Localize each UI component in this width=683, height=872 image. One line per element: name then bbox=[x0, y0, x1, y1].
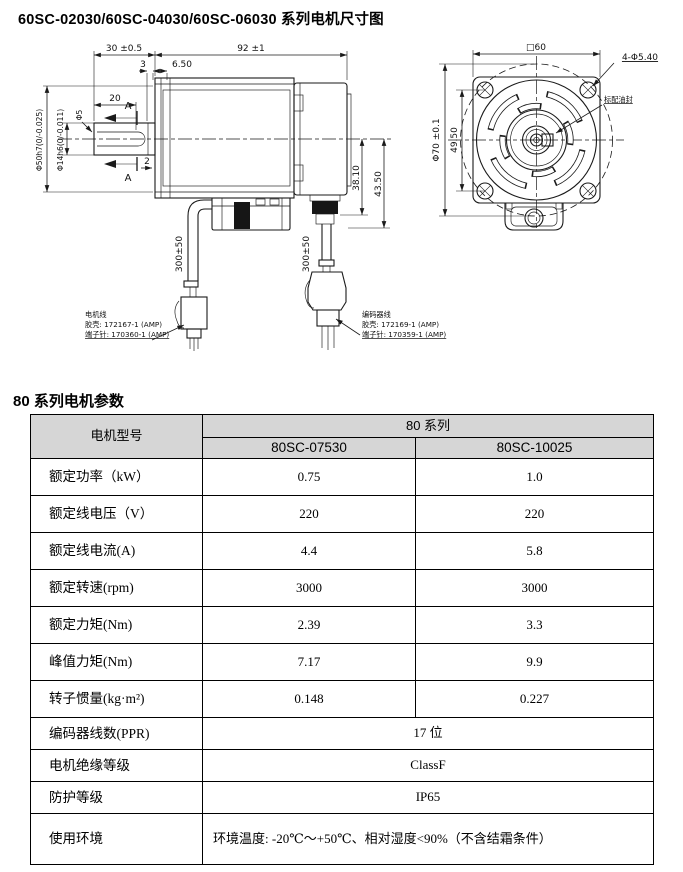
motor-cable-length: 300±50 bbox=[175, 236, 185, 272]
motor-cable bbox=[174, 199, 212, 351]
encoder-cable-pin: 端子针: 170359-1 (AMP) bbox=[362, 330, 446, 339]
param-value: 0.148 bbox=[202, 680, 416, 718]
param-label: 电机绝缘等级 bbox=[30, 749, 203, 782]
param-label: 转子惯量(kg·m²) bbox=[30, 680, 203, 718]
motor-cable-callout: 电机线 胶壳: 172167-1 (AMP) 端子针: 170360-1 (AM… bbox=[85, 310, 185, 341]
param-value: 9.9 bbox=[414, 643, 655, 681]
center-boss bbox=[505, 109, 568, 171]
dim-3: 3 bbox=[140, 60, 146, 70]
param-value: 3000 bbox=[202, 569, 416, 607]
section-a-marks bbox=[104, 111, 138, 171]
extension-lines bbox=[43, 51, 390, 229]
dim-key-width: Φ5 bbox=[75, 109, 84, 120]
param-value: 4.4 bbox=[202, 532, 416, 570]
header-model-2: 80SC-10025 bbox=[414, 437, 655, 459]
dim-6-50: 6.50 bbox=[172, 60, 192, 70]
dim-front-length: 30 ±0.5 bbox=[106, 44, 142, 54]
param-value: 220 bbox=[414, 495, 655, 533]
table-row: 编码器线数(PPR)17 位 bbox=[30, 717, 655, 750]
side-view: 30 ±0.5 92 ±1 3 6.50 20 Φ5 Φ50h7(0/-0.02… bbox=[35, 44, 446, 351]
motor-cable-name: 电机线 bbox=[85, 310, 107, 319]
param-label: 防护等级 bbox=[30, 781, 203, 814]
table-header-row-1: 电机型号 80 系列 bbox=[30, 414, 655, 459]
param-value: 5.8 bbox=[414, 532, 655, 570]
param-label: 使用环境 bbox=[30, 813, 203, 865]
param-label: 额定线电压（V） bbox=[30, 495, 203, 533]
param-value-merged: 环境温度: -20℃～+50℃、相对湿度<90%（不含结霜条件） bbox=[201, 813, 655, 865]
body-circle bbox=[475, 79, 598, 201]
param-label: 额定线电流(A) bbox=[30, 532, 203, 570]
motor-dimension-drawing: 30 ±0.5 92 ±1 3 6.50 20 Φ5 Φ50h7(0/-0.02… bbox=[35, 43, 658, 351]
page-title: 60SC-02030/60SC-04030/60SC-06030 系列电机尺寸图 bbox=[18, 12, 384, 28]
table-title: 80 系列电机参数 bbox=[13, 393, 124, 410]
section-label-top: A bbox=[125, 101, 132, 112]
section-label-bottom: A bbox=[125, 173, 132, 184]
motor-cable-shell: 胶壳: 172167-1 (AMP) bbox=[85, 320, 162, 329]
table-header-row-2: 80SC-07530 80SC-10025 bbox=[31, 437, 655, 459]
motor-parameter-table: 电机型号 80 系列 80SC-07530 80SC-10025 额定功率（kW… bbox=[30, 414, 655, 865]
mounting-holes bbox=[476, 81, 597, 200]
encoder-cable-callout: 编码器线 胶壳: 172169-1 (AMP) 端子针: 170359-1 (A… bbox=[335, 310, 446, 339]
param-label: 峰值力矩(Nm) bbox=[30, 643, 203, 681]
dim-shaft-diameter: Φ14h6(0/-0.011) bbox=[56, 109, 65, 171]
front-centerlines bbox=[448, 56, 624, 228]
dim-38-10: 38.10 bbox=[352, 165, 362, 191]
header-model-column: 电机型号 bbox=[30, 414, 203, 459]
param-label: 额定力矩(Nm) bbox=[30, 606, 203, 644]
front-view: □60 4-Φ5.40 标配油封 49.50 Φ70 ±0.1 bbox=[432, 43, 658, 231]
dim-key-length: 20 bbox=[109, 94, 121, 104]
encoder-cable bbox=[304, 224, 347, 350]
front-bottom-connector bbox=[504, 202, 564, 231]
param-value: 0.227 bbox=[414, 680, 655, 718]
param-value: 0.75 bbox=[202, 458, 416, 496]
param-value-merged: ClassF bbox=[201, 749, 655, 782]
param-value: 220 bbox=[202, 495, 416, 533]
pitch-circle-dashed bbox=[460, 63, 613, 217]
dim-2: 2 bbox=[144, 157, 150, 167]
param-value: 1.0 bbox=[414, 458, 655, 496]
encoder-cable-length: 300±50 bbox=[302, 236, 312, 272]
param-value-merged: 17 位 bbox=[201, 717, 655, 750]
param-value: 2.39 bbox=[202, 606, 416, 644]
param-label: 额定转速(rpm) bbox=[30, 569, 203, 607]
dim-mounting-holes: 4-Φ5.40 bbox=[622, 53, 658, 63]
dim-43-50: 43.50 bbox=[374, 171, 384, 197]
encoder-cable-shell: 胶壳: 172169-1 (AMP) bbox=[362, 320, 439, 329]
dim-hole-pitch: 49.50 bbox=[450, 127, 460, 153]
table-row: 使用环境环境温度: -20℃～+50℃、相对湿度<90%（不含结霜条件） bbox=[30, 813, 655, 865]
param-value: 3000 bbox=[414, 569, 655, 607]
power-connector bbox=[211, 197, 291, 231]
dim-body-length: 92 ±1 bbox=[237, 44, 265, 54]
param-label: 编码器线数(PPR) bbox=[30, 717, 203, 750]
motor-cable-pin: 端子针: 170360-1 (AMP) bbox=[85, 330, 169, 339]
param-value-merged: IP65 bbox=[201, 781, 655, 814]
param-label: 额定功率（kW） bbox=[30, 458, 203, 496]
param-value: 3.3 bbox=[414, 606, 655, 644]
oil-seal-label: 标配油封 bbox=[604, 95, 633, 104]
param-value: 7.17 bbox=[202, 643, 416, 681]
dim-pitch-circle: Φ70 ±0.1 bbox=[432, 118, 442, 161]
encoder-connector bbox=[309, 194, 341, 225]
header-model-1: 80SC-07530 bbox=[202, 437, 416, 459]
header-series: 80 系列 bbox=[201, 414, 655, 438]
encoder-cable-name: 编码器线 bbox=[362, 310, 391, 319]
dim-spigot-diameter: Φ50h7(0/-0.025) bbox=[35, 109, 44, 171]
motor-body-outline bbox=[154, 77, 352, 199]
dim-flange-size: □60 bbox=[526, 43, 546, 53]
